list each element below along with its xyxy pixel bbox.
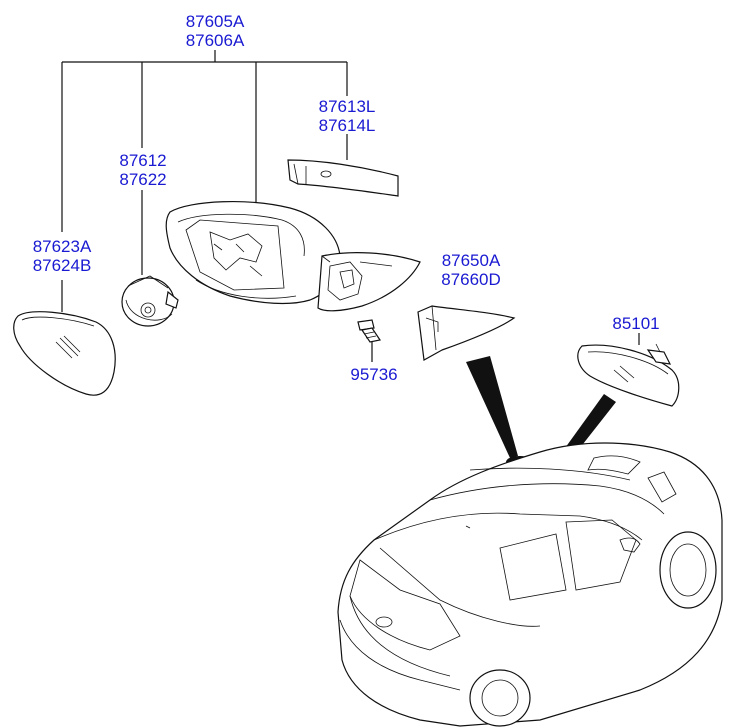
cover-part-number-line-1[interactable]: 87613L [318,97,376,116]
glass-part-number: 87623A 87624B [24,237,100,275]
cover-part-number-line-2[interactable]: 87614L [318,116,376,135]
actuator-part[interactable] [121,275,179,327]
assembly-part-number: 87605A 87606A [178,12,252,50]
garnish-part-number: 87650A 87660D [434,251,508,289]
garnish-part-number-line-2[interactable]: 87660D [441,270,501,289]
actuator-part-number-line-1[interactable]: 87612 [119,151,167,170]
bolt-part-number: 95736 [345,365,403,384]
inside-mirror-part-number: 85101 [606,314,666,333]
bolt-part[interactable] [357,319,381,343]
inside-mirror-part[interactable] [577,343,680,407]
garnish-part-number-line-1[interactable]: 87650A [441,251,501,270]
assembly-leader-lines [61,50,640,362]
mirror-cover-part[interactable] [287,159,399,197]
glass-part-number-line-2[interactable]: 87624B [32,256,92,275]
inside-mirror-part-number-line-1[interactable]: 85101 [612,314,660,333]
car-illustration[interactable] [337,442,723,727]
glass-part-number-line-1[interactable]: 87623A [32,237,92,256]
bolt-part-number-line-1[interactable]: 95736 [350,365,398,384]
garnish-part[interactable] [417,305,516,361]
cover-part-number: 87613L 87614L [310,97,384,135]
mirror-base-part[interactable] [317,252,421,312]
assembly-part-number-line-1[interactable]: 87605A [185,12,245,31]
actuator-part-number-line-2[interactable]: 87622 [119,170,167,189]
mirror-glass-part[interactable] [13,311,116,396]
actuator-part-number: 87612 87622 [110,151,176,189]
mirror-housing-part[interactable] [165,201,341,305]
assembly-part-number-line-2[interactable]: 87606A [185,31,245,50]
